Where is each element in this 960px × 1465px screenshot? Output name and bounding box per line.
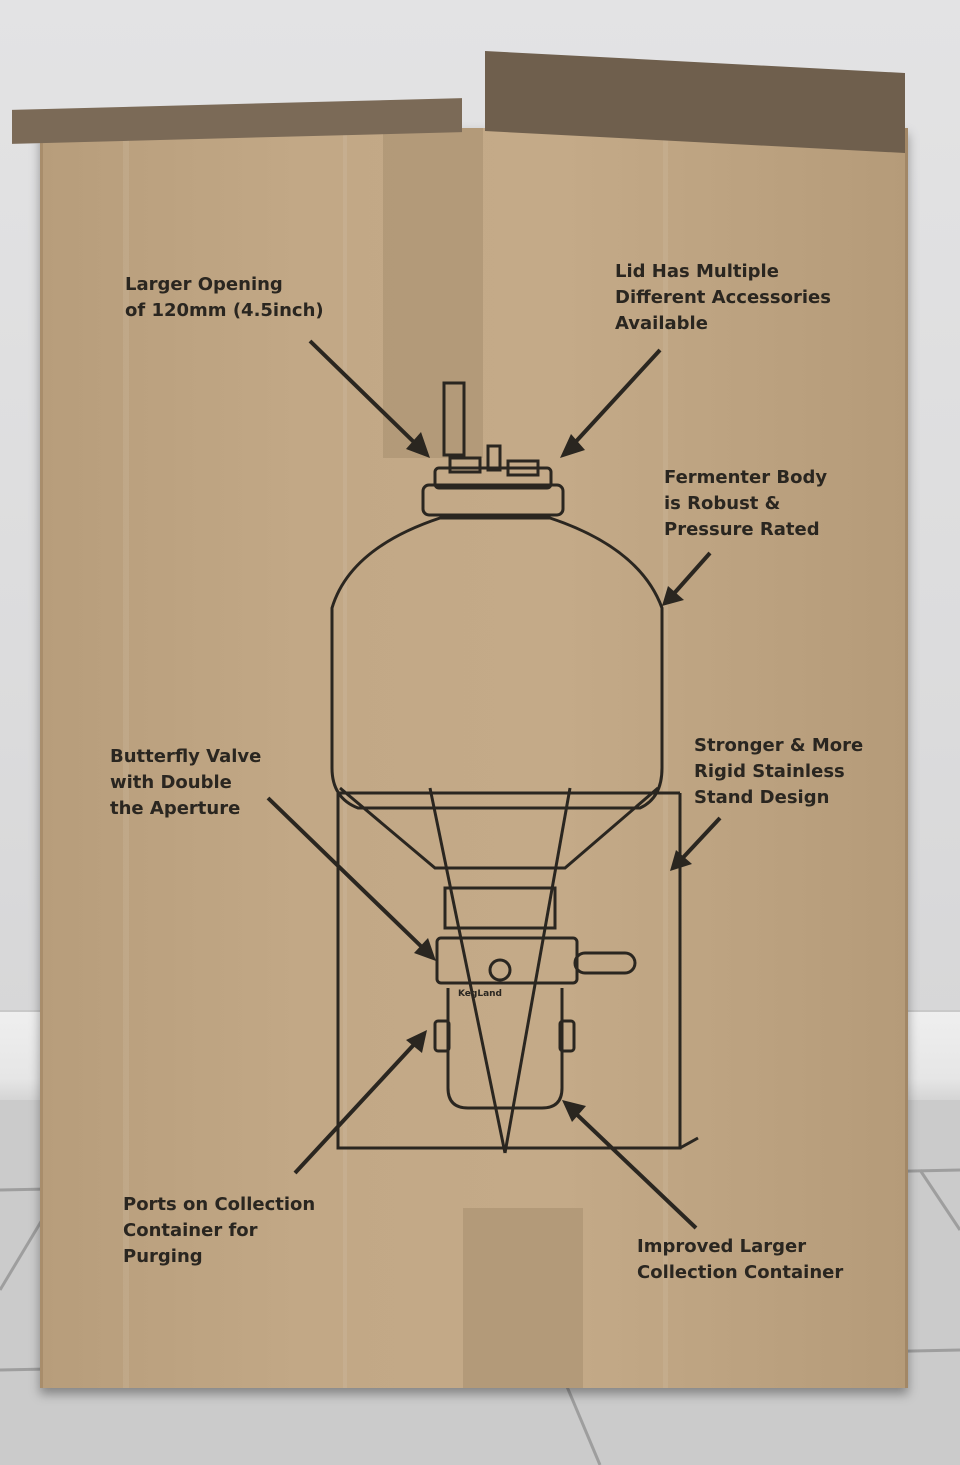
packing-tape-top [383,128,483,458]
label-ports-collection: Ports on Collection Container for Purgin… [123,1194,316,1267]
label-lid-accessories: Lid Has Multiple Different Accessories A… [615,261,831,334]
label-larger-opening: Larger Opening of 120mm (4.5inch) [125,274,324,321]
label-fermenter-body: Fermenter Body is Robust & Pressure Rate… [664,467,828,540]
packing-tape-bottom [463,1208,583,1388]
label-butterfly-valve: Butterfly Valve with Double the Aperture [110,746,262,819]
brand-mark: KegLand [458,989,502,999]
cardboard-box [40,128,908,1388]
label-stainless-stand: Stronger & More Rigid Stainless Stand De… [694,735,864,808]
fermenter-illustration: KegLand [266,339,722,1230]
label-improved-container: Improved Larger Collection Container [637,1236,844,1283]
